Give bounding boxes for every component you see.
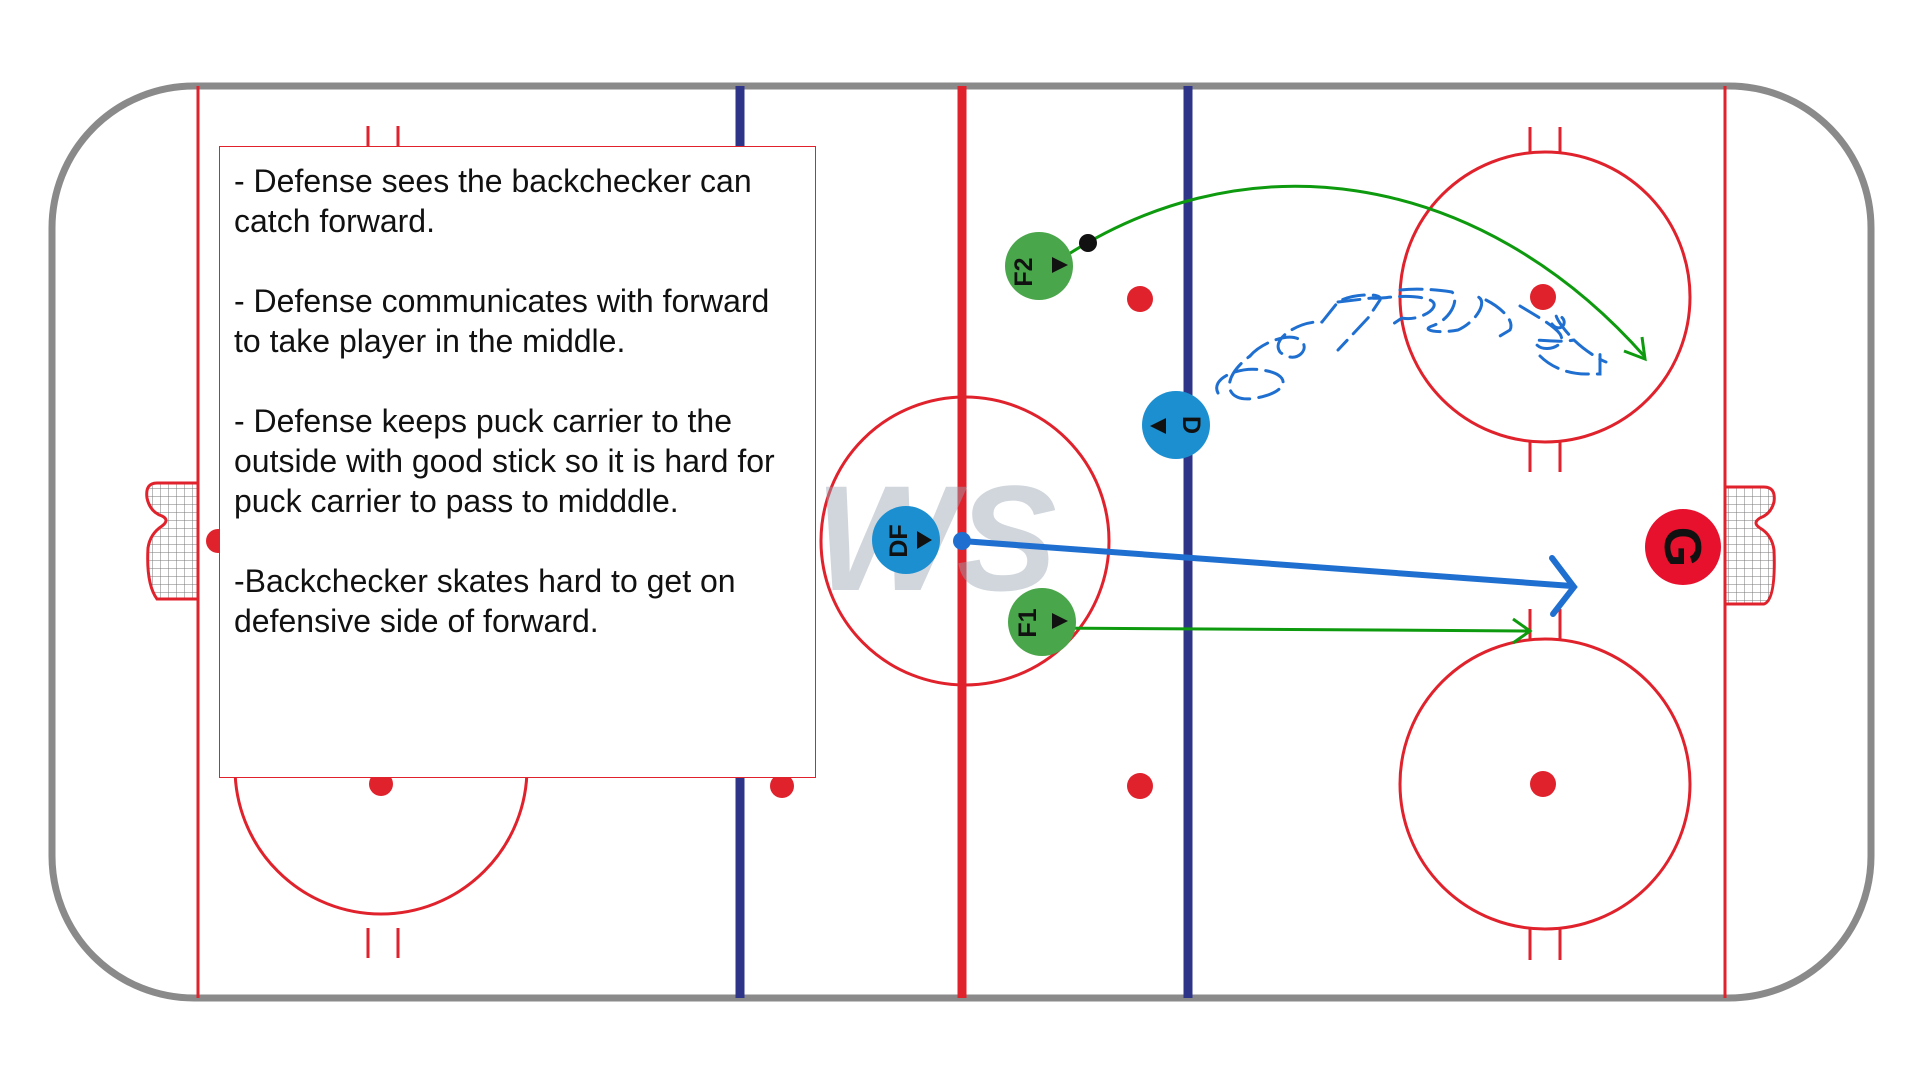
player-f1: F1	[1008, 588, 1076, 656]
left-goal-net	[145, 481, 200, 601]
player-d: D	[1142, 391, 1210, 459]
d-skate-path	[1215, 287, 1608, 401]
svg-text:F1: F1	[1014, 608, 1042, 637]
neutral-dot-top	[1127, 286, 1153, 312]
svg-text:F2: F2	[1010, 257, 1038, 286]
svg-text:DF: DF	[885, 524, 913, 557]
svg-text:G: G	[1653, 527, 1711, 567]
note-item: - Defense keeps puck carrier to the outs…	[234, 403, 775, 519]
note-item: -Backchecker skates hard to get on defen…	[234, 563, 736, 639]
notes-box: - Defense sees the backchecker can catch…	[219, 146, 816, 778]
neutral-dot-bottom	[1127, 773, 1153, 799]
df-skate-arrow	[953, 532, 1578, 617]
svg-text:D: D	[1177, 416, 1205, 434]
right-bottom-faceoff-circle	[1398, 609, 1692, 960]
center-faceoff-circle	[819, 395, 1111, 687]
note-item: - Defense sees the backchecker can catch…	[234, 163, 752, 239]
left-zone-markings	[206, 126, 794, 958]
player-df: DF	[872, 506, 940, 574]
puck	[1079, 234, 1097, 252]
player-f2: F2	[1005, 232, 1073, 300]
note-item: - Defense communicates with forward to t…	[234, 283, 770, 359]
player-goalie: G	[1645, 509, 1721, 585]
f1-skate-arrow	[1044, 617, 1533, 645]
f2-pass-arrow	[1044, 184, 1647, 362]
right-goal-net	[1723, 485, 1776, 606]
